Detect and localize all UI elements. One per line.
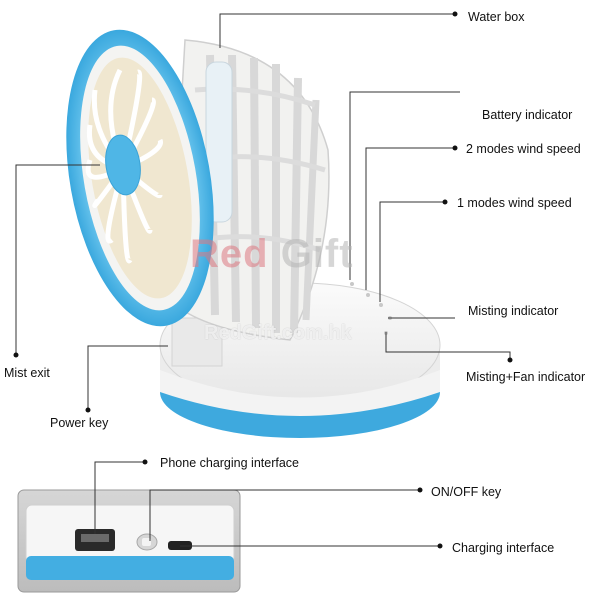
leader-dots xyxy=(13,11,513,549)
label-misting-indicator: Misting indicator xyxy=(468,304,559,318)
label-two-modes-wind-speed: 2 modes wind speed xyxy=(466,142,581,156)
usb-port-icon xyxy=(75,529,115,551)
fan-neck xyxy=(171,317,223,367)
label-misting-fan-indicator: Misting+Fan indicator xyxy=(466,370,586,384)
leader-lines xyxy=(15,13,511,547)
label-power-key: Power key xyxy=(50,416,109,430)
watermark-logo-suffix: Gift xyxy=(280,232,354,276)
label-charging-interface: Charging interface xyxy=(452,541,555,555)
watermark-logo-prefix: Red xyxy=(190,232,269,276)
watermark-logo: Red Gift xyxy=(190,232,354,277)
label-one-modes-wind-speed: 1 modes wind speed xyxy=(457,196,572,210)
detail-inset xyxy=(17,489,241,593)
fan-hub xyxy=(105,134,141,196)
label-water-box: Water box xyxy=(468,10,525,24)
switch-icon xyxy=(136,533,158,551)
watermark-url: RedGift.com.hk xyxy=(204,322,352,344)
water-box-window xyxy=(205,61,233,223)
label-on-off-key: ON/OFF key xyxy=(431,485,502,499)
label-phone-charging-interface: Phone charging interface xyxy=(160,456,299,470)
label-mist-exit: Mist exit xyxy=(4,366,50,380)
label-battery-indicator: Battery indicator xyxy=(482,108,573,122)
